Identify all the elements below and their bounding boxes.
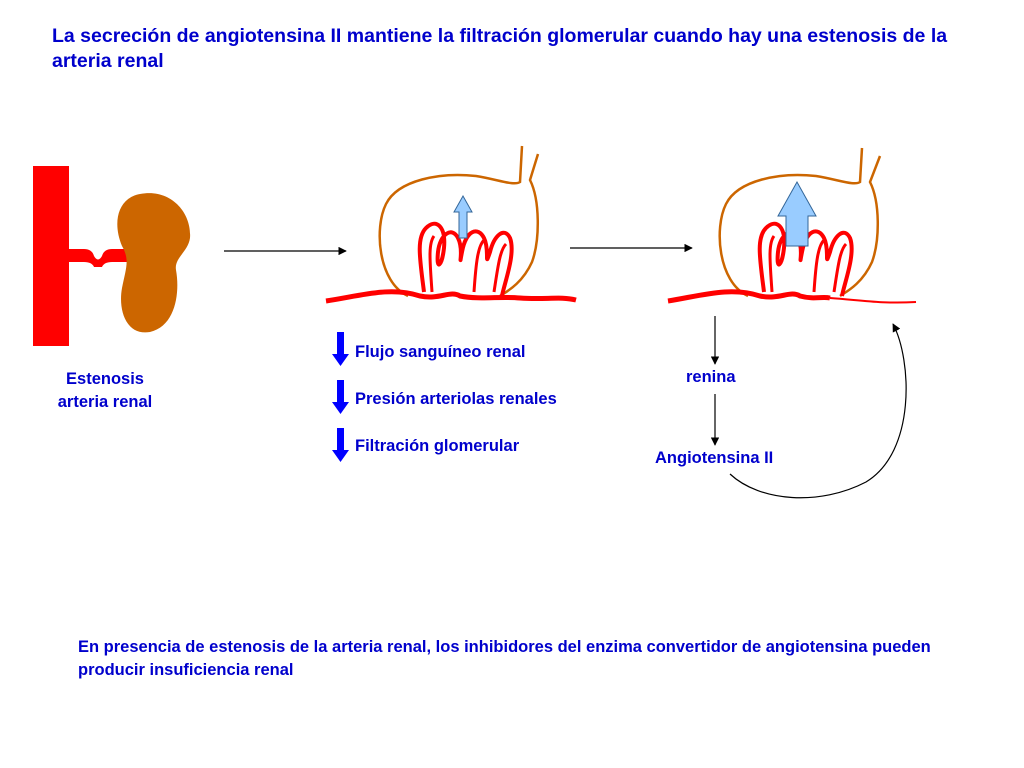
slide-title: La secreción de angiotensina II mantiene… — [52, 25, 948, 72]
effect-label: Presión arteriolas renales — [355, 390, 557, 408]
aorta — [33, 166, 69, 346]
stenosis-label: Estenosis arteria renal — [57, 370, 153, 411]
effect-label: Flujo sanguíneo renal — [355, 343, 526, 361]
stenotic-renal-artery — [69, 249, 128, 267]
feedback-curved-arrow — [729, 323, 907, 499]
large-up-arrow — [777, 180, 817, 247]
down-arrow-icon — [332, 428, 349, 462]
afferent-arteriole — [667, 289, 831, 304]
small-up-arrow — [453, 194, 473, 239]
constricted-efferent-arteriole — [829, 297, 917, 304]
down-arrow-icon — [332, 380, 349, 414]
angiotensina-label: Angiotensina II — [655, 449, 774, 467]
capillary-tuft — [757, 221, 854, 297]
bowman-capsule — [718, 147, 882, 298]
bowman-capsule — [378, 145, 540, 298]
down-arrow-icon — [332, 332, 349, 366]
capillary-tuft — [417, 221, 514, 297]
glomerulus-2 — [667, 147, 917, 304]
aorta-kidney-illustration — [33, 166, 191, 346]
renina-label: renina — [686, 368, 736, 386]
kidney — [117, 193, 191, 333]
glomerulus-1 — [325, 145, 577, 304]
effect-label: Filtración glomerular — [355, 437, 520, 455]
afferent-efferent-arteriole — [325, 289, 577, 304]
decrease-arrows — [332, 332, 349, 462]
bottom-note: En presencia de estenosis de la arteria … — [78, 638, 931, 679]
